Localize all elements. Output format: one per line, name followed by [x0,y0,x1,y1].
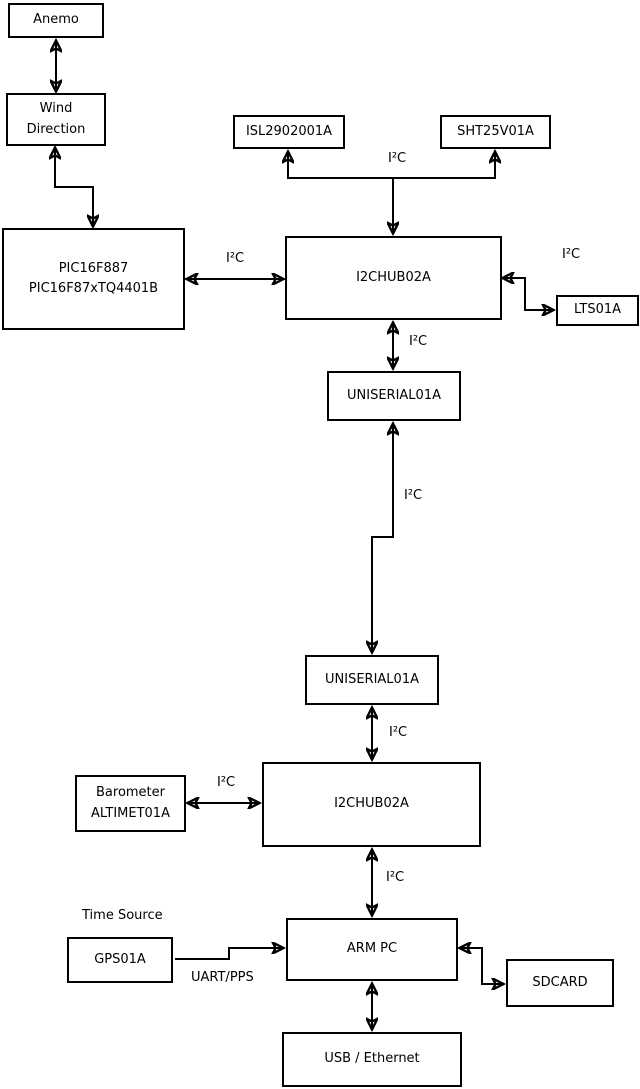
node-sht25v01a: SHT25V01A [440,115,551,149]
node-barometer-altimet01a: Barometer ALTIMET01A [75,775,186,832]
label-uart-pps: UART/PPS [191,970,254,985]
label-i2c-hub2-armpc: I²C [386,870,405,885]
node-gps01a: GPS01A [67,937,173,983]
edge-winddirection-pic [55,148,93,226]
node-usb-ethernet: USB / Ethernet [282,1032,462,1087]
node-sdcard: SDCARD [506,959,614,1007]
label-time-source: Time Source [82,908,163,923]
node-i2chub02a-lower: I2CHUB02A [262,762,481,847]
label-i2c-barometer-hub2: I²C [217,775,236,790]
node-wind-direction: Wind Direction [6,93,106,146]
edge-i2chub-upper-lts01a [503,278,553,310]
label-i2c-hub-lts: I²C [562,247,581,262]
edge-uniserial-upper-uniserial-lower [372,424,393,652]
label-i2c-bus-top: I²C [388,151,407,166]
node-uniserial01a-upper: UNISERIAL01A [327,371,461,421]
node-arm-pc: ARM PC [286,918,458,981]
label-i2c-hub-uniserial: I²C [409,334,428,349]
node-lts01a: LTS01A [556,295,639,326]
node-i2chub02a-upper: I2CHUB02A [285,236,502,320]
node-isl2902001a: ISL2902001A [233,115,345,149]
node-anemo: Anemo [8,3,104,38]
label-i2c-uniserial-link: I²C [404,488,423,503]
label-i2c-uniserial-hub2: I²C [389,725,408,740]
node-uniserial01a-lower: UNISERIAL01A [305,655,439,705]
node-pic16f887: PIC16F887 PIC16F87xTQ4401B [2,228,185,330]
edge-armpc-sdcard [460,948,503,984]
edge-gps01a-armpc [175,948,283,960]
label-i2c-pic-hub: I²C [226,251,245,266]
